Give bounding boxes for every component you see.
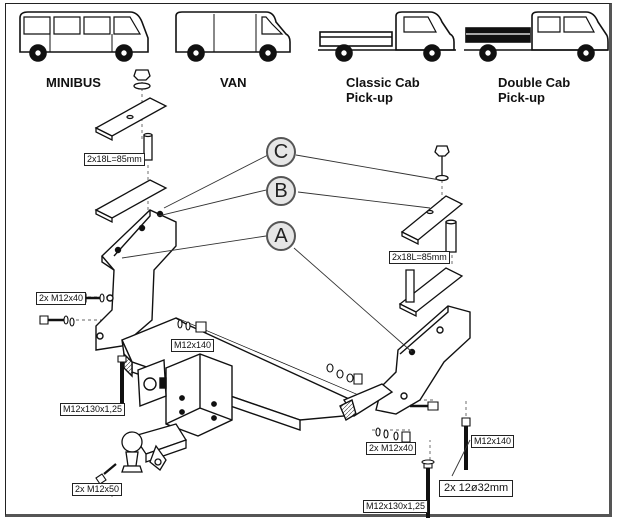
right-side-arm <box>375 305 471 415</box>
classic-cab-line1: Classic Cab <box>346 75 420 90</box>
right-upper-bracket-stack <box>398 145 464 318</box>
callout-a: A <box>266 221 296 251</box>
double-cab-pickup-icon <box>464 11 609 62</box>
cross-beam <box>121 317 394 437</box>
fasteners <box>39 293 471 518</box>
label-bolt-m12x140-right: M12x140 <box>471 435 515 448</box>
classic-cab-line2: Pick-up <box>346 90 393 105</box>
left-side-arm <box>95 209 177 351</box>
callout-b: B <box>266 176 296 206</box>
label-bolt-m12x140-center: M12x140 <box>171 339 215 352</box>
label-washer-12x32: 2x 12ø32mm <box>439 480 514 497</box>
callout-c: C <box>266 137 296 167</box>
classic-cab-pickup-icon <box>318 11 456 62</box>
callout-leaders <box>121 154 471 477</box>
diagram-frame <box>5 3 612 517</box>
left-upper-bracket-stack <box>94 69 168 224</box>
label-bolt-m12x130-left: M12x130x1,25 <box>60 403 126 416</box>
vehicle-label-van: VAN <box>220 75 247 90</box>
minibus-icon <box>19 11 149 62</box>
label-bolt-m12x130-right: M12x130x1,25 <box>363 500 429 513</box>
van-icon <box>175 11 291 62</box>
vehicle-label-double-cab: Double Cab Pick-up <box>498 75 570 105</box>
label-bolt-m12x40-left: 2x M12x40 <box>36 292 87 305</box>
label-spacer-left: 2x18L=85mm <box>84 153 145 166</box>
label-spacer-right: 2x18L=85mm <box>389 251 450 264</box>
label-bolt-m12x40-right: 2x M12x40 <box>366 442 417 455</box>
double-cab-line1: Double Cab <box>498 75 571 90</box>
vehicle-label-minibus: MINIBUS <box>46 75 101 90</box>
towball-assembly <box>121 423 187 473</box>
label-bolt-m12x50: 2x M12x50 <box>72 483 123 496</box>
double-cab-line2: Pick-up <box>498 90 545 105</box>
vehicle-label-classic-cab: Classic Cab Pick-up <box>346 75 420 105</box>
